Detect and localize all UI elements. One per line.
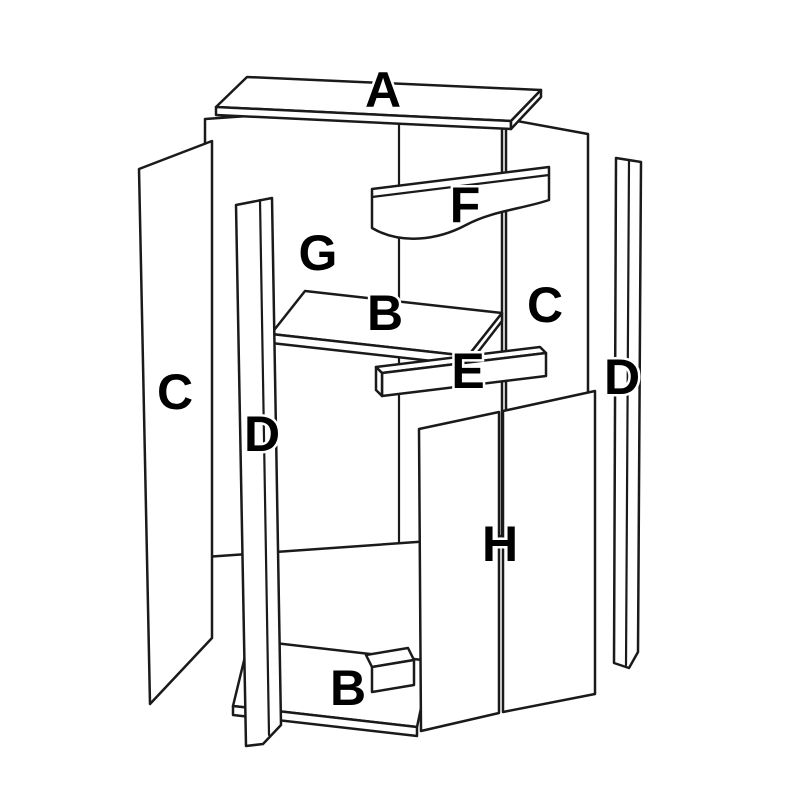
label-right-stile: D [604, 349, 640, 405]
part-top-panel [214, 75, 543, 131]
label-left-stile: D [244, 406, 280, 462]
label-valance: F [450, 177, 481, 233]
bottom-rail-front [370, 658, 416, 694]
label-middle-shelf: B [367, 285, 403, 341]
top-panel-right-edge [509, 88, 543, 131]
part-shelf-rail [374, 345, 548, 398]
valance-face [370, 165, 551, 240]
left-stile-edge-line [258, 198, 271, 737]
door-right [501, 389, 597, 714]
part-labels: A F G B C E C D D H B [154, 60, 642, 719]
part-right-stile [612, 156, 643, 670]
label-back-panel: G [299, 225, 338, 281]
label-shelf-rail: E [451, 343, 484, 399]
label-top-panel: A [365, 62, 401, 118]
left-stile-face [234, 196, 283, 748]
part-left-stile [234, 196, 283, 748]
label-doors: H [482, 516, 518, 572]
part-left-side-panel [137, 139, 214, 706]
part-bottom-rail [364, 646, 416, 694]
shelf-rail-left-end [374, 365, 384, 398]
part-doors [417, 389, 597, 733]
label-left-side-panel: C [157, 364, 193, 420]
label-bottom-rail: B [330, 660, 366, 716]
label-right-side-panel: C [527, 277, 563, 333]
part-valance [370, 165, 551, 240]
door-left [417, 410, 501, 733]
valance-top-edge-line [370, 173, 551, 199]
left-side-panel-face [137, 139, 214, 706]
right-stile-edge-line [624, 158, 631, 667]
